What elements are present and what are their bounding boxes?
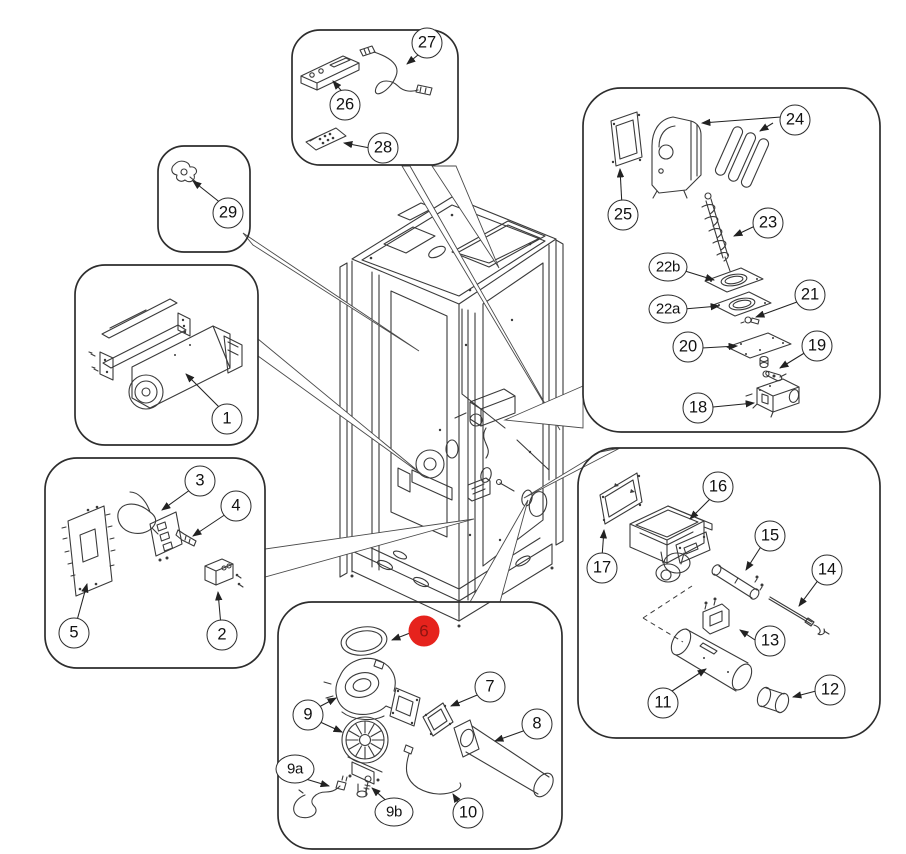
part-13-bracket-illustration [702, 597, 730, 635]
part-balloon-1[interactable]: 1 [211, 403, 243, 435]
assembly-axis-dashed-lines [642, 585, 693, 643]
part-9b-screw-illustration [363, 775, 372, 793]
part-balloon-11[interactable]: 11 [647, 687, 679, 719]
part-balloon-3[interactable]: 3 [184, 465, 216, 497]
part-11-burn-pot-liner-illustration [670, 628, 753, 692]
part-18-auger-motor-illustration [745, 378, 800, 418]
part-4-pin-illustration [175, 529, 197, 547]
part-balloon-14[interactable]: 14 [811, 554, 843, 586]
part-balloon-7[interactable]: 7 [474, 671, 506, 703]
part-balloon-17[interactable]: 17 [586, 552, 618, 584]
part-17-gasket-frame-illustration [599, 472, 643, 525]
part-6-gasket-ring-illustration [340, 626, 388, 656]
part-9a-power-cord-illustration [293, 775, 348, 819]
part-balloon-29[interactable]: 29 [212, 197, 244, 229]
part-15-igniter-tube-illustration [711, 564, 764, 600]
part-29-clip-illustration [171, 160, 198, 183]
part-balloon-9a[interactable]: 9a [275, 754, 315, 784]
part-5-circuit-board-illustration [61, 505, 116, 597]
part-25-gasket-frame-illustration [610, 111, 643, 167]
part-7-gasket-plate-illustration [422, 702, 454, 737]
part-balloon-26[interactable]: 26 [329, 89, 361, 121]
part-group-boxes [44, 29, 881, 850]
part-2-motor-illustration [204, 558, 244, 588]
part-10-sensor-wire-illustration [403, 744, 462, 795]
part-19-clip-illustration [765, 370, 787, 382]
part-balloon-10[interactable]: 10 [452, 797, 484, 829]
part-balloon-12[interactable]: 12 [814, 674, 846, 706]
part-balloon-20[interactable]: 20 [672, 331, 704, 363]
part-12-sleeve-illustration [756, 686, 790, 714]
part-balloon-25[interactable]: 25 [607, 199, 639, 231]
part-8-exhaust-pipe-illustration [453, 719, 554, 798]
part-balloon-28[interactable]: 28 [367, 132, 399, 164]
part-23-auger-screw-illustration [701, 192, 731, 272]
part-3-panel-with-cable-illustration [117, 491, 183, 562]
part-27-wiring-harness-illustration [359, 45, 433, 96]
part-16-burn-pot-illustration [629, 505, 713, 583]
part-balloon-15[interactable]: 15 [754, 520, 786, 552]
part-balloon-24[interactable]: 24 [779, 104, 811, 136]
part-9-blower-housing-illustration [323, 657, 421, 727]
part-balloon-9b[interactable]: 9b [374, 797, 414, 827]
part-balloon-5[interactable]: 5 [58, 617, 90, 649]
part-balloon-8[interactable]: 8 [521, 708, 553, 740]
part-1-convection-blower-illustration [88, 298, 243, 410]
part-14-igniter-element-illustration [768, 596, 830, 636]
part-22a-plate-illustration [712, 291, 772, 317]
part-balloon-22b[interactable]: 22b [648, 252, 688, 282]
callout-leader-wedges [242, 165, 621, 603]
part-balloon-27[interactable]: 27 [411, 27, 443, 59]
box-bottom-exhaust-blower [277, 601, 563, 850]
box-top-accessories [291, 29, 459, 166]
part-balloon-2[interactable]: 2 [206, 619, 238, 651]
part-22b-plate-illustration [704, 267, 764, 293]
part-balloon-23[interactable]: 23 [752, 207, 784, 239]
part-balloon-22a[interactable]: 22a [648, 294, 688, 324]
part-28-remote-control-illustration [305, 127, 347, 151]
part-24-auger-housing-illustration [651, 116, 770, 199]
box-left-convection-blower [74, 264, 259, 446]
part-balloon-9[interactable]: 9 [292, 699, 324, 731]
part-balloon-13[interactable]: 13 [754, 625, 786, 657]
part-balloon-6-highlighted[interactable]: 6 [408, 615, 440, 647]
part-26-display-board-illustration [300, 55, 360, 91]
box-lower-left-electronics [44, 457, 266, 669]
part-20-mount-plate-illustration [726, 332, 792, 378]
part-balloon-19[interactable]: 19 [801, 330, 833, 362]
box-upper-left-clip [157, 145, 251, 253]
part-21-fitting-illustration [740, 316, 760, 325]
part-balloon-16[interactable]: 16 [702, 471, 734, 503]
part-balloon-21[interactable]: 21 [794, 279, 826, 311]
part-balloon-18[interactable]: 18 [682, 392, 714, 424]
part-balloon-4[interactable]: 4 [220, 490, 252, 522]
box-lower-right-burnpot [577, 447, 881, 739]
box-upper-right-auger [582, 87, 881, 433]
